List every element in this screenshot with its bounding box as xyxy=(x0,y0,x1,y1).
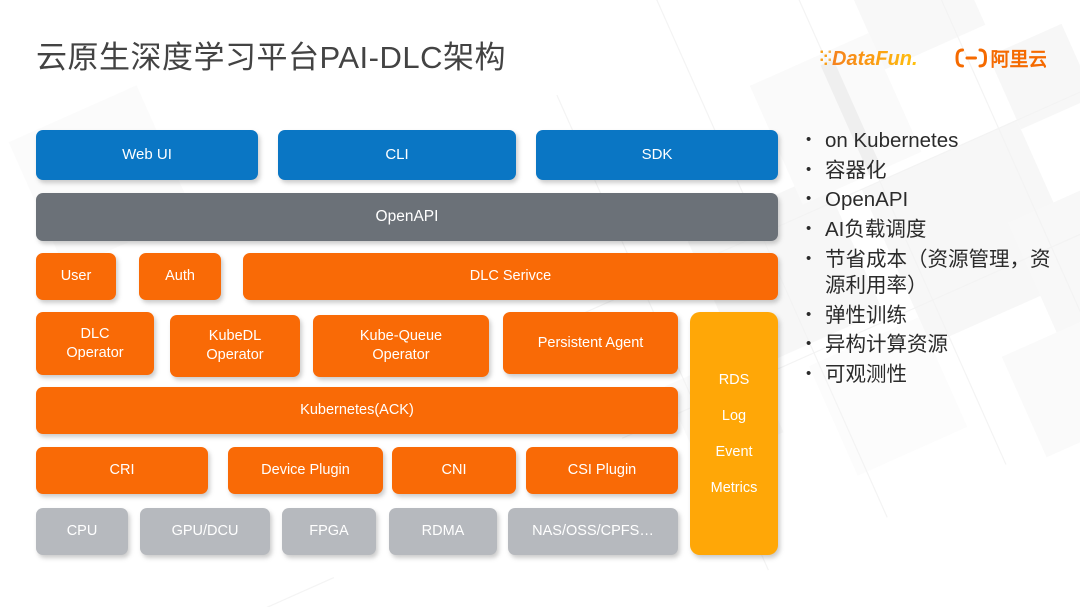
node-rdma[interactable]: RDMA xyxy=(389,508,497,555)
logo-row: DataFun. 阿里云 xyxy=(820,43,1046,73)
feature-item: • OpenAPI xyxy=(806,188,909,212)
node-auth[interactable]: Auth xyxy=(139,253,221,300)
node-cli[interactable]: CLI xyxy=(278,130,516,180)
node-kube-queue-operator[interactable]: Kube-Queue Operator xyxy=(313,315,489,377)
node-kubernetes-ack[interactable]: Kubernetes(ACK) xyxy=(36,387,678,434)
node-fpga[interactable]: FPGA xyxy=(282,508,376,555)
node-nas-oss-cpfs[interactable]: NAS/OSS/CPFS… xyxy=(508,508,678,555)
feature-item: • 弹性训练 xyxy=(806,303,907,327)
node-gpu-dcu[interactable]: GPU/DCU xyxy=(140,508,270,555)
node-dlc-operator[interactable]: DLC Operator xyxy=(36,312,154,375)
datafun-logo-mark: DataFun. xyxy=(820,48,918,70)
feature-item: • 可观测性 xyxy=(806,363,907,387)
node-dlc-operator-label: DLC Operator xyxy=(66,325,124,361)
observability-item-rds: RDS xyxy=(718,371,750,388)
bullet-icon: • xyxy=(806,190,812,208)
node-persistent-agent[interactable]: Persistent Agent xyxy=(503,312,678,374)
bullet-icon: • xyxy=(806,335,812,353)
architecture-diagram: Web UI CLI SDK OpenAPI User Auth DLC Ser… xyxy=(36,130,778,555)
node-kubedl-operator-label: KubeDL Operator xyxy=(206,328,264,363)
node-cpu[interactable]: CPU xyxy=(36,508,128,555)
feature-item: • 异构计算资源 xyxy=(806,333,948,357)
bullet-icon: • xyxy=(806,365,812,383)
bullet-icon: • xyxy=(806,131,812,148)
node-openapi[interactable]: OpenAPI xyxy=(36,193,778,241)
svg-text:阿里云: 阿里云 xyxy=(991,49,1047,71)
observability-item-event: Event xyxy=(715,443,753,460)
feature-item: • AI负载调度 xyxy=(806,217,927,241)
node-cni[interactable]: CNI xyxy=(392,447,516,494)
bullet-icon: • xyxy=(806,160,812,178)
aliyun-logo-mark: 阿里云 xyxy=(955,48,1047,71)
page-title: 云原生深度学习平台PAI-DLC架构 xyxy=(36,40,507,75)
bullet-icon: • xyxy=(806,305,812,323)
observability-item-metrics: Metrics xyxy=(710,479,758,496)
node-user[interactable]: User xyxy=(36,253,116,300)
bullet-icon: • xyxy=(806,219,812,237)
node-kubedl-operator[interactable]: KubeDL Operator xyxy=(170,315,300,377)
datafun-logo: DataFun. xyxy=(820,45,936,71)
node-sdk[interactable]: SDK xyxy=(536,130,778,180)
node-dlc-service[interactable]: DLC Serivce xyxy=(243,253,778,300)
node-web-ui[interactable]: Web UI xyxy=(36,130,258,180)
node-device-plugin[interactable]: Device Plugin xyxy=(228,447,383,494)
observability-column[interactable]: RDS Log Event Metrics xyxy=(690,312,778,555)
feature-item: • on Kubernetes xyxy=(806,129,959,152)
aliyun-logo: 阿里云 xyxy=(954,45,1046,71)
observability-item-log: Log xyxy=(721,407,747,424)
feature-item: • 容器化 xyxy=(806,158,887,182)
bullet-icon: • xyxy=(806,249,812,267)
svg-text:DataFun.: DataFun. xyxy=(832,48,918,70)
node-csi-plugin[interactable]: CSI Plugin xyxy=(526,447,678,494)
feature-list: • on Kubernetes • 容器化 • OpenAPI • AI负载调度… xyxy=(806,128,1068,392)
feature-item: • 节省成本（资源管理，资源利用率） xyxy=(806,247,1051,298)
node-kube-queue-operator-label: Kube-Queue Operator xyxy=(359,328,443,363)
node-cri[interactable]: CRI xyxy=(36,447,208,494)
